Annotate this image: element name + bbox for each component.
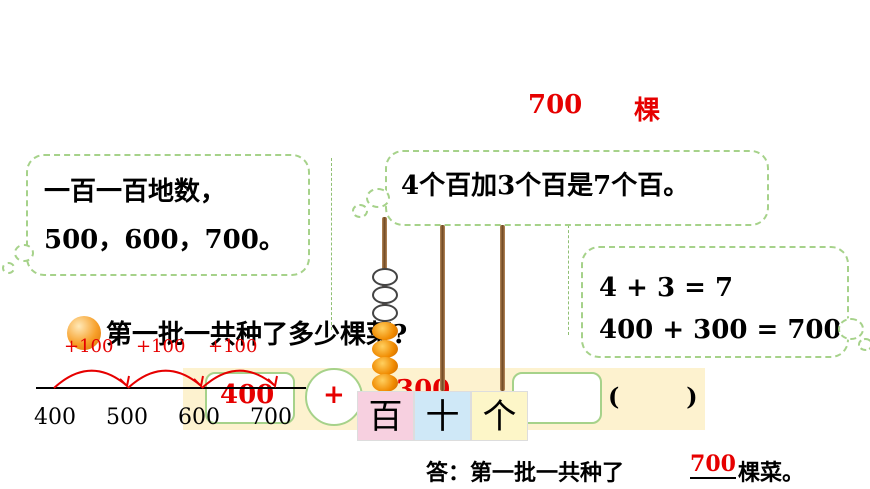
abacus-bead-open [372,286,398,304]
answer-suffix: 棵菜。 [738,460,805,486]
tick-label-400: 400 [34,405,76,430]
bubble-tail-dot [352,204,368,218]
jump-arrowhead-3 [267,375,278,389]
speech-bubble-left: 一百一百地数， 500，600，700。 [26,154,310,276]
bubble-middle-text: 4个百加3个百是7个百。 [401,171,690,201]
tick-label-600: 600 [178,405,220,430]
bubble-tail-dot [2,262,15,274]
abacus-bead-filled [372,374,398,392]
bubble-tail-dot [366,188,390,208]
abacus-bead-filled [372,340,398,358]
answer-value: 700 [690,451,736,479]
jump-arrowhead-2 [193,375,204,389]
jump-arc-2 [127,369,201,389]
tick-label-500: 500 [106,405,148,430]
bubble-tail-dot [838,318,864,340]
equation-paren: ( ) [608,382,698,411]
jump-arc-1 [53,369,127,389]
abacus-bead-filled [372,322,398,340]
number-line [36,369,306,389]
operator-circle [305,368,363,426]
bubble-left-line2: 500，600，700。 [44,225,285,255]
jump-arrowhead-1 [119,375,130,389]
place-label-hundreds: 百 [357,391,414,441]
top-answer-value: 700 [528,90,583,120]
jump-arc-3 [201,369,275,389]
step-label-1: +100 [64,336,114,357]
abacus-bead-open [372,268,398,286]
bubble-right-line1: 4 + 3 = 7 [599,273,734,303]
divider-left [331,158,332,330]
place-label-tens: 十 [414,391,471,441]
abacus-bead-open [372,304,398,322]
step-label-2: +100 [136,336,186,357]
abacus-rod-ones [500,225,505,391]
divider-right [568,225,569,335]
orange-ball-icon [67,316,101,350]
top-answer-unit: 棵 [634,96,661,126]
speech-bubble-middle: 4个百加3个百是7个百。 [385,150,769,226]
bubble-right-line2: 400 + 300 = 700 [599,315,842,345]
question-text: 第一批一共种了多少棵菜? [106,320,408,350]
tick-label-700: 700 [250,405,292,430]
bubble-tail-dot [858,338,870,351]
plus-operator: + [323,380,345,410]
speech-bubble-right: 4 + 3 = 7 400 + 300 = 700 [581,246,849,358]
equation-value-1: 400 [220,380,275,410]
step-label-3: +100 [208,336,258,357]
bubble-tail-dot [14,244,34,262]
abacus-bead-filled [372,357,398,375]
abacus-rod-tens [440,225,445,391]
place-label-ones: 个 [471,391,528,441]
answer-prefix: 答：第一批一共种了 [426,460,625,486]
bubble-left-line1: 一百一百地数， [44,177,227,207]
